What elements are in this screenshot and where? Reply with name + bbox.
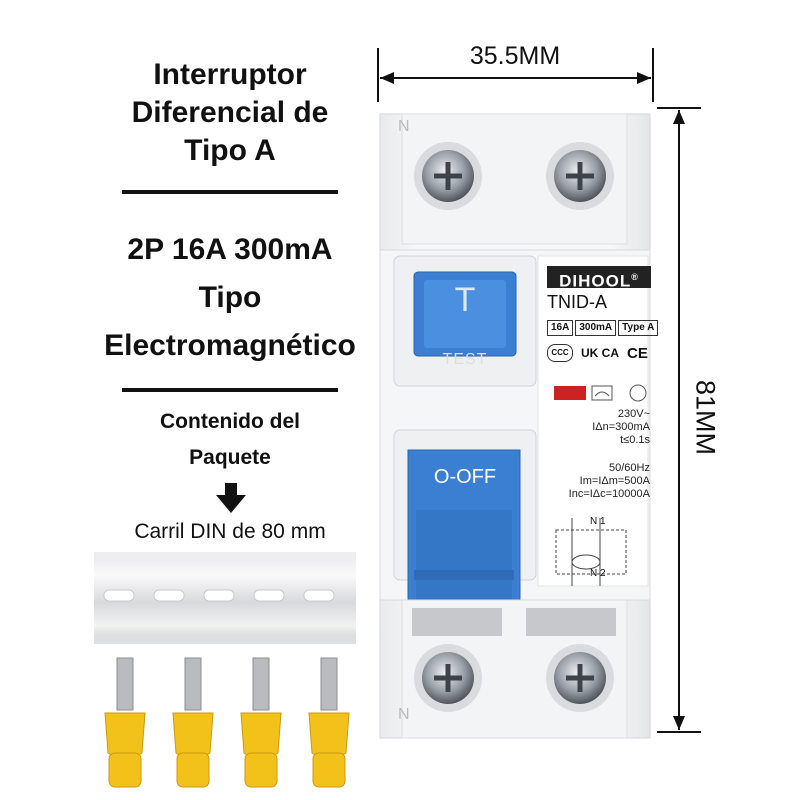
crimp-terminals-image [104, 657, 350, 788]
brand-name: DIHOOL [559, 271, 632, 291]
ratings-block-2: 50/60Hz Im=IΔm=500A Inc=IΔc=10000A [550, 462, 650, 501]
rating-badge: 300mA [575, 320, 617, 336]
brand-logo: DIHOOL® [547, 266, 651, 291]
rating-line: IΔn=300mA [592, 421, 650, 433]
rail-label: Carril DIN de 80 mm [134, 520, 326, 543]
rating-badges: 16A 300mA Type A [547, 320, 659, 336]
terminal-label-bottom: N 2 [590, 568, 606, 579]
rating-badge: 16A [547, 320, 574, 336]
test-label: TEST [442, 351, 488, 368]
terminal-label-top: N 1 [590, 516, 606, 527]
rating-line: t≤0.1s [620, 434, 650, 446]
package-line: Contenido del [160, 410, 300, 433]
model-name: TNID-A [547, 292, 607, 312]
title-line: Tipo A [184, 134, 276, 167]
neutral-mark: N [398, 706, 410, 723]
crimp-terminal [308, 657, 350, 788]
crimp-terminal [240, 657, 282, 788]
title-line: Diferencial de [131, 96, 329, 129]
divider [122, 190, 338, 194]
width-dimension-label: 35.5MM [469, 42, 561, 70]
registered-mark: ® [631, 272, 639, 282]
package-contents-heading: Contenido del Paquete [80, 404, 380, 476]
ce-mark: CE [627, 344, 648, 362]
rating-line: Im=IΔm=500A [579, 475, 650, 487]
ukca-mark: UK CA [581, 346, 619, 360]
height-dimension-line [657, 107, 701, 733]
neutral-mark: N [398, 118, 410, 135]
arrow-down-icon [216, 483, 246, 513]
crimp-terminal [104, 657, 146, 788]
rcd-breaker-image [379, 113, 651, 739]
test-button: T [454, 281, 476, 319]
din-rail-image [94, 552, 356, 644]
package-line: Paquete [189, 446, 271, 469]
rating-line: 230V~ [617, 408, 650, 420]
specs-line: Tipo [198, 281, 262, 314]
divider [122, 388, 338, 392]
rating-line: Inc=IΔc=10000A [568, 488, 650, 500]
height-dimension-label: 81MM [690, 379, 721, 455]
rating-line: 50/60Hz [609, 462, 650, 474]
product-specs: 2P 16A 300mA Tipo Electromagnético [60, 226, 400, 370]
switch-label: O-OFF [433, 466, 497, 488]
status-indicator [554, 386, 586, 400]
ccc-mark-icon: CCC [547, 344, 573, 362]
product-title: Interruptor Diferencial de Tipo A [60, 56, 400, 170]
specs-line: 2P 16A 300mA [127, 233, 333, 266]
title-line: Interruptor [153, 58, 307, 91]
ratings-block-1: 230V~ IΔn=300mA t≤0.1s [566, 408, 650, 447]
rating-badge: Type A [618, 320, 659, 336]
crimp-terminal [172, 657, 214, 788]
width-dimension-line [377, 48, 654, 102]
certification-marks: CCC UK CA CE [547, 344, 648, 362]
specs-line: Electromagnético [104, 329, 356, 362]
